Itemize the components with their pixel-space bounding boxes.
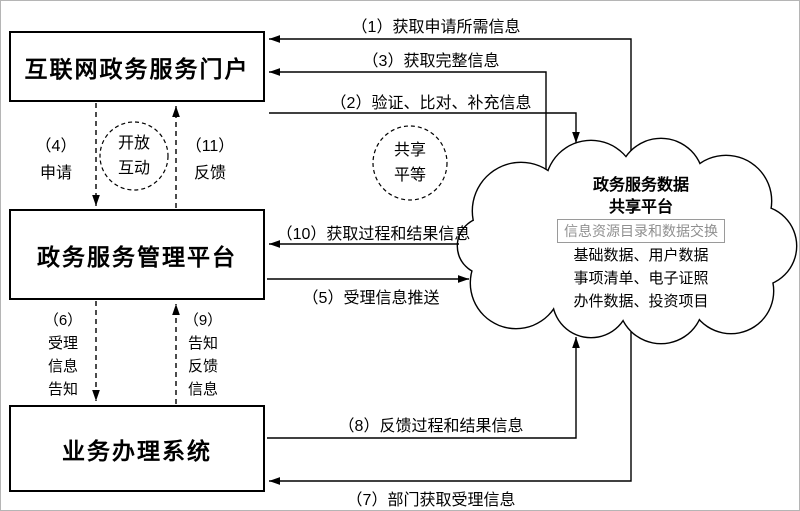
flow-line-2 <box>269 112 580 143</box>
flow-label-4-line: 申请 <box>39 165 72 182</box>
flow-label-7: （7）部门获取受理信息 <box>346 492 516 509</box>
cloud-tag: 信息资源目录和数据交换 <box>557 219 725 243</box>
flow-label-4: （4） 申请 <box>29 133 83 187</box>
flow-line-1 <box>269 35 632 151</box>
open-interaction-line: 开放 <box>117 135 150 152</box>
cloud-item: 事项清单、电子证照 <box>573 270 709 287</box>
cloud-item: 办件数据、投资项目 <box>573 293 709 310</box>
business-system-box: 业务办理系统 <box>9 405 265 492</box>
open-interaction-line: 互动 <box>117 160 150 177</box>
share-equality-line: 共享 <box>393 142 426 159</box>
flow-label-6-line: 告知 <box>47 381 78 398</box>
flow-line-7 <box>269 332 632 485</box>
flow-label-11: （11） 反馈 <box>181 133 239 187</box>
management-platform-box-label: 政务服务管理平台 <box>37 243 237 270</box>
flow-label-8: （8）反馈过程和结果信息 <box>338 418 524 435</box>
flow-label-10: （10）获取过程和结果信息 <box>276 226 471 243</box>
cloud-tag-wrap: 信息资源目录和数据交换 <box>541 219 741 243</box>
cloud-shape <box>456 137 798 345</box>
portal-box-label: 互联网政务服务门户 <box>24 55 250 82</box>
flow-label-9-line: 告知 <box>187 335 218 352</box>
share-equality-circle: 共享 平等 <box>380 138 440 188</box>
flow-label-1: （1）获取申请所需信息 <box>351 19 521 36</box>
flow-label-4-line: （4） <box>35 138 77 155</box>
management-platform-box: 政务服务管理平台 <box>9 209 265 300</box>
flow-label-6-line: （6） <box>43 312 83 329</box>
cloud-title-line: 共享平台 <box>608 199 673 216</box>
flow-label-2: （2）验证、比对、补充信息 <box>330 95 532 112</box>
flow-label-6-line: 受理 <box>47 335 78 352</box>
flow-label-3: （3）获取完整信息 <box>362 53 500 70</box>
cloud-title: 政务服务数据 共享平台 <box>541 175 741 219</box>
flow-line-3 <box>269 68 547 169</box>
cloud-items: 基础数据、用户数据 事项清单、电子证照 办件数据、投资项目 <box>541 244 741 313</box>
flow-label-9-line: 反馈 <box>187 358 218 375</box>
flow-label-11-line: 反馈 <box>193 165 226 182</box>
flow-label-5: （5）受理信息推送 <box>302 290 440 307</box>
flow-label-9-line: 信息 <box>187 381 218 398</box>
portal-box: 互联网政务服务门户 <box>9 31 265 102</box>
cloud-item: 基础数据、用户数据 <box>573 247 709 264</box>
business-system-box-label: 业务办理系统 <box>62 437 212 464</box>
cloud-title-line: 政务服务数据 <box>592 177 689 194</box>
open-interaction-circle-shape <box>99 121 169 191</box>
flow-label-6: （6） 受理 信息 告知 <box>37 309 89 401</box>
flow-label-9: （9） 告知 反馈 信息 <box>177 309 229 401</box>
flow-line-8 <box>267 337 580 439</box>
flow-label-6-line: 信息 <box>47 358 78 375</box>
open-interaction-circle: 开放 互动 <box>104 131 164 181</box>
flow-label-9-line: （9） <box>183 312 223 329</box>
share-equality-line: 平等 <box>393 167 426 184</box>
flow-label-11-line: （11） <box>185 138 235 155</box>
share-equality-circle-shape <box>372 125 448 201</box>
